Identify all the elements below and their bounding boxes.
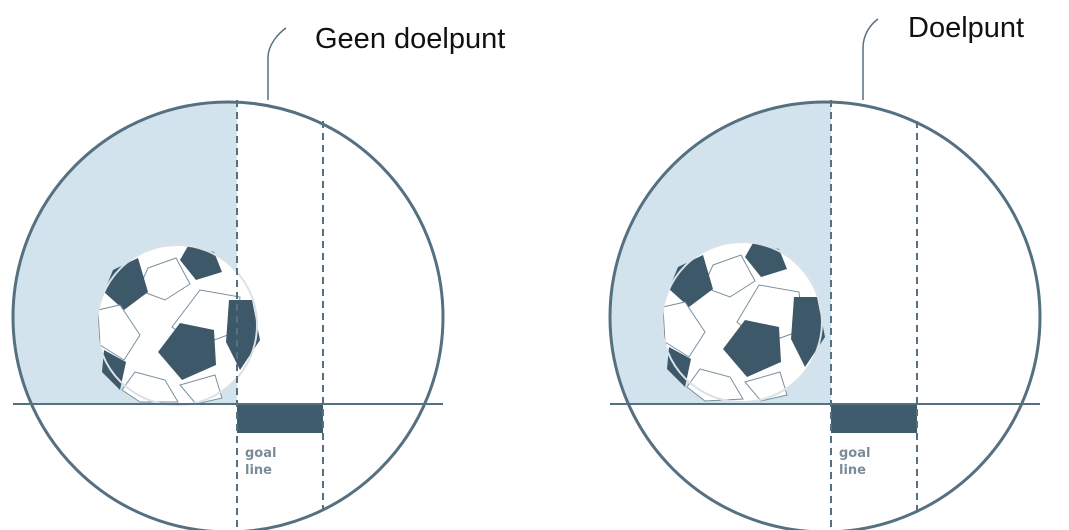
goal-line-diagram: goal line [11, 27, 445, 530]
goal-label-line1: goal [245, 446, 276, 461]
panel-goal: Doelpunt [595, 0, 1069, 530]
caption-pointer [267, 27, 287, 100]
caption-pointer [862, 18, 879, 100]
goal-bar [237, 404, 323, 433]
magnifier-circle [608, 100, 1042, 530]
goal-bar [831, 404, 917, 433]
panel-no-goal: Geen doelpunt [11, 23, 506, 530]
goal-label-line2: line [245, 463, 272, 478]
panel-caption: Geen doelpunt [315, 23, 506, 55]
magnifier-circle [11, 100, 445, 530]
goal-label-line1: goal [839, 446, 870, 461]
panel-caption: Doelpunt [908, 12, 1025, 44]
goal-line-diagram: goal line [608, 18, 1042, 530]
soccer-ball [96, 244, 260, 406]
soccer-ball [661, 241, 825, 403]
goal-label-line2: line [839, 463, 866, 478]
